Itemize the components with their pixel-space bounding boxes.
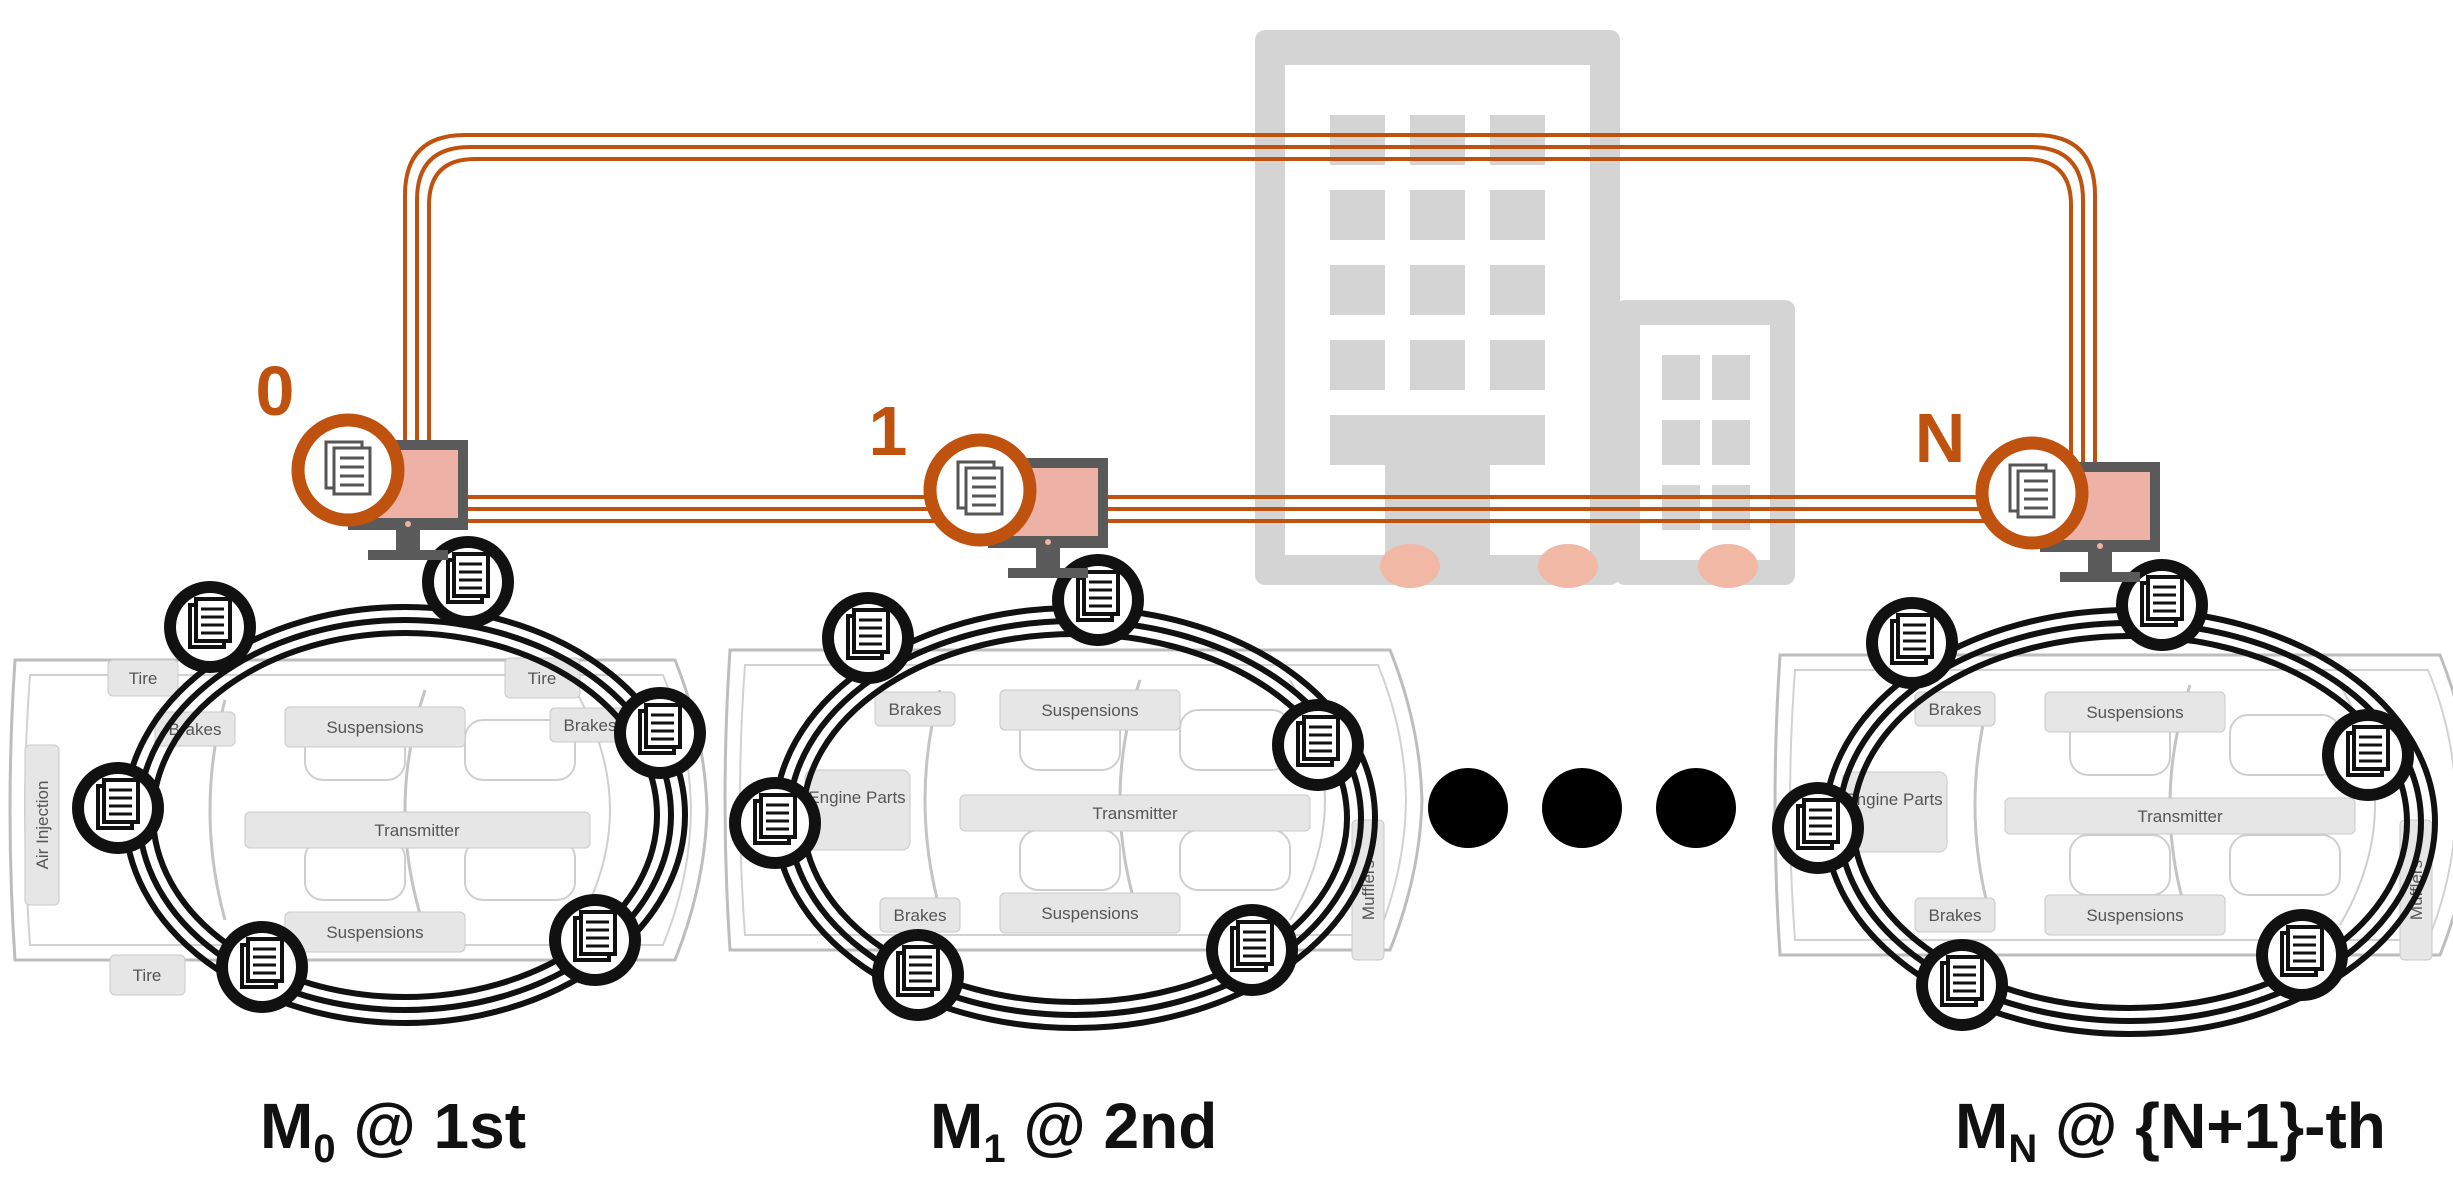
part-label: Suspensions (1041, 904, 1138, 923)
sensor-node-icon (1270, 697, 1366, 793)
sensor-node-icon (70, 760, 166, 856)
part-label: Transmitter (2137, 807, 2223, 826)
network-bus (403, 133, 2097, 523)
node-1-badge-icon (930, 440, 1030, 540)
sensor-node-icon (547, 892, 643, 988)
sensor-node-icon (2320, 707, 2416, 803)
sensor-node-icon (1864, 595, 1960, 691)
sensor-node-icon (1050, 552, 1146, 648)
caption-mn: MN @ {N+1}-th (1955, 1090, 2386, 1171)
part-label: Suspensions (2086, 703, 2183, 722)
part-label: Tire (133, 966, 162, 985)
part-label: Brakes (564, 716, 617, 735)
part-label: Suspensions (1041, 701, 1138, 720)
node-number-1: 1 (869, 392, 908, 470)
sensor-node-icon (1914, 937, 2010, 1033)
part-label: Brakes (894, 906, 947, 925)
vehicle-m0: Tire Brakes Suspensions Tire Brakes Air … (8, 352, 709, 1026)
caption-m0: M0 @ 1st (260, 1090, 526, 1171)
part-label: Tire (129, 669, 158, 688)
part-label: Engine Parts (1845, 790, 1942, 809)
sensor-node-icon (420, 534, 516, 630)
sensor-node-icon (2254, 907, 2350, 1003)
sensor-node-icon (727, 775, 823, 871)
vehicle-mn: Brakes Suspensions Engine Parts Transmit… (1770, 399, 2453, 1037)
sensor-node-icon (214, 919, 310, 1015)
sensor-node-icon (162, 579, 258, 675)
sensor-node-icon (1770, 780, 1866, 876)
part-label: Suspensions (2086, 906, 2183, 925)
part-label: Transmitter (374, 821, 460, 840)
sensor-node-icon (1204, 902, 1300, 998)
part-label: Suspensions (326, 923, 423, 942)
ellipsis-dots (1428, 768, 1736, 848)
sensor-node-icon (612, 685, 708, 781)
node-number-0: 0 (256, 352, 295, 430)
sensor-node-icon (820, 590, 916, 686)
node-n-badge-icon (1982, 443, 2082, 543)
part-label: Brakes (889, 700, 942, 719)
node-number-n: N (1915, 399, 1966, 477)
part-label: Engine Parts (808, 788, 905, 807)
vehicle-m1-parts: Brakes Suspensions Engine Parts Transmit… (804, 689, 1385, 961)
caption-m1: M1 @ 2nd (930, 1090, 1217, 1171)
node-0-badge-icon (298, 420, 398, 520)
building-icon (1255, 30, 1795, 588)
sensor-node-icon (870, 927, 966, 1023)
part-label: Tire (528, 669, 557, 688)
part-label: Transmitter (1092, 804, 1178, 823)
part-label: Suspensions (326, 718, 423, 737)
part-label: Brakes (1929, 906, 1982, 925)
vehicle-m1: Brakes Suspensions Engine Parts Transmit… (723, 392, 1424, 1031)
part-label: Air Injection (33, 781, 52, 870)
part-label: Brakes (1929, 700, 1982, 719)
